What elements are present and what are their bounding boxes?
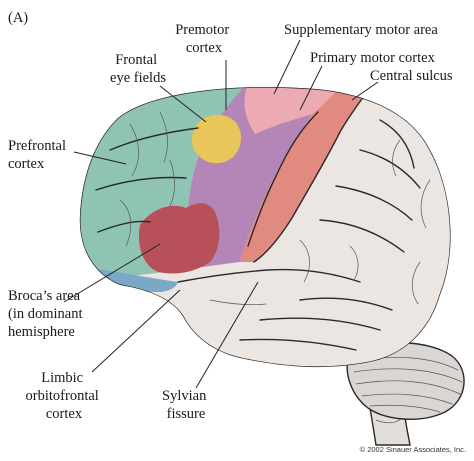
label-primary-motor-cortex: Primary motor cortex [310,50,436,66]
gyri-lines [79,87,451,368]
cerebellum [346,341,465,420]
label-frontal-eye-fields: Frontal eye fields [110,52,166,86]
label-central-sulcus: Central sulcus [370,68,453,84]
copyright-notice: © 2002 Sinauer Associates, Inc. [360,445,466,454]
label-premotor-cortex: Premotor cortex [175,22,233,56]
primary-motor-region [240,87,370,262]
label-prefrontal-cortex: Prefrontal cortex [8,138,70,172]
label-limbic-orbitofrontal-cortex: Limbic orbitofrontal cortex [26,370,103,422]
label-sylvian-fissure: Sylvian fissure [162,388,210,422]
label-brocas-area: Broca’s area (in dominant hemisphere [8,288,86,340]
frontal-eye-fields-region [191,115,242,164]
label-supplementary-motor-area: Supplementary motor area [284,22,438,38]
supplementary-motor-region [244,87,345,134]
leader-lines [63,39,379,389]
broca-region [138,203,220,274]
panel-label: (A) [8,10,28,26]
